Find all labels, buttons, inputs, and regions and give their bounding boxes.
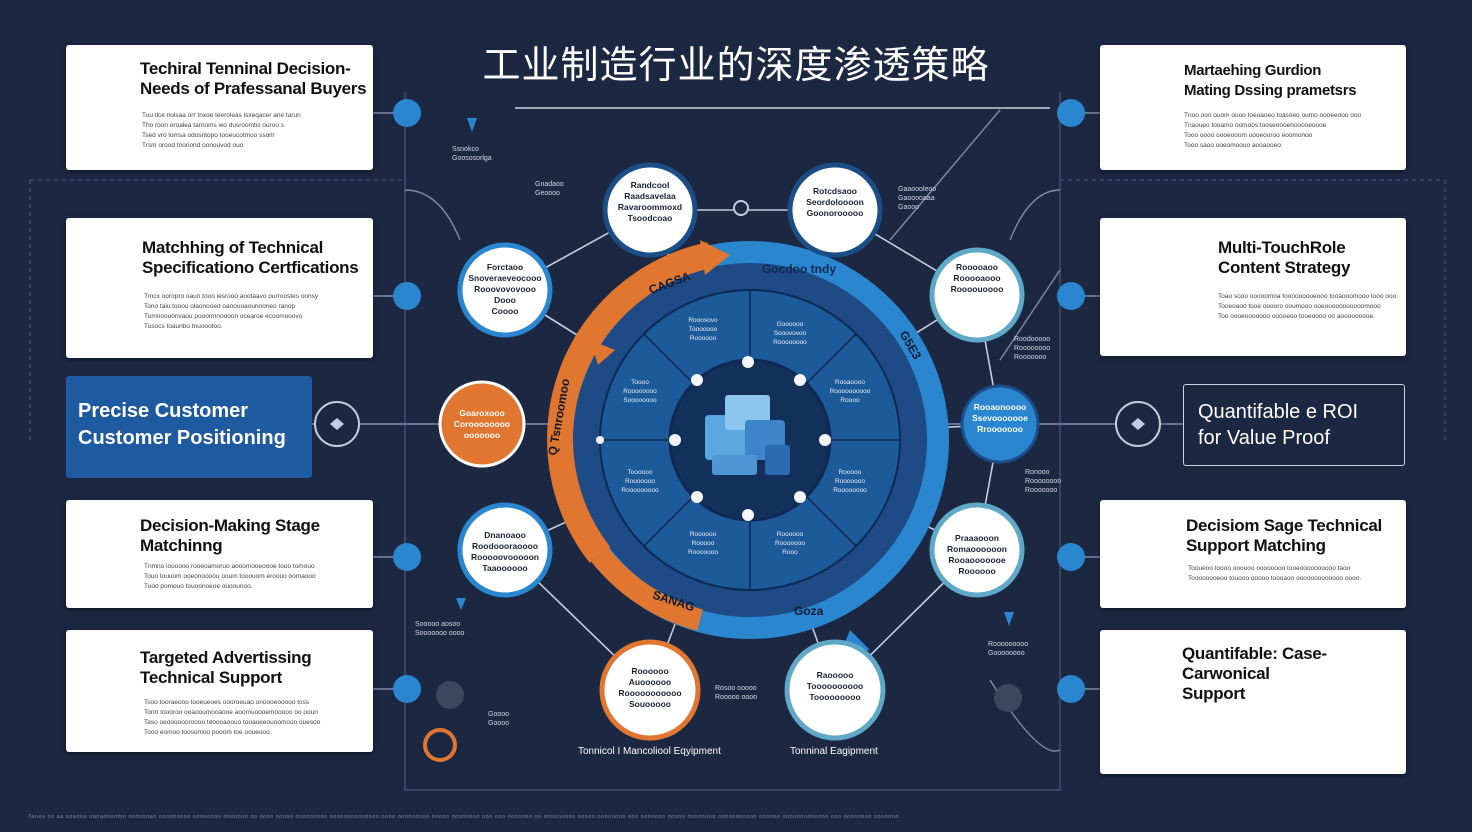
node-label: Dnanoaoo Roodoooraoooo Rooooovooooon Taa… bbox=[471, 530, 539, 573]
connector-badges bbox=[314, 99, 1161, 762]
side-note: Ssnokco Goososorlga bbox=[452, 146, 492, 162]
inner-segment-label: Toooo Roooooooo Soooooooo bbox=[623, 379, 657, 404]
inner-segment-label: Toooooo Rooooooo Rooooooooo bbox=[621, 469, 659, 494]
bottom-label: Tonninal Eagipment bbox=[790, 746, 878, 757]
side-note: Rooooooooo Goooooooo bbox=[988, 641, 1029, 657]
outer-dashed-lines bbox=[29, 179, 1446, 440]
card-multi-touch-content[interactable]: Multi-TouchRole Content Strategy Toao so… bbox=[1100, 218, 1406, 356]
card-technical-decision-needs[interactable]: Techiral Tenninal Decision- Needs of Pra… bbox=[66, 45, 373, 170]
inner-segment-label: Roooooo Rooooo Rooooooo bbox=[688, 531, 718, 556]
card-technical-specifications[interactable]: Matchhing of Technical Specificationo Ce… bbox=[66, 218, 373, 358]
inner-segment-label: Roooooo Rooooooo Rooo bbox=[775, 531, 805, 556]
card-body: Tnmno iouoooo rooeoamoruo aooomooeoooe t… bbox=[144, 563, 316, 590]
card-quantifiable-case[interactable]: Quantifable: Case- Carwonical Support Sa… bbox=[1100, 630, 1406, 774]
page-title: 工业制造行业的深度渗透策略 bbox=[482, 43, 990, 87]
inner-segment-label: Rooaoooo Roooooooooo Roooo bbox=[829, 379, 871, 404]
card-title: Multi-TouchRole Content Strategy bbox=[1218, 238, 1351, 277]
node-label: Rotcdsaoo Seordoloooon Goonorooooo bbox=[806, 186, 864, 218]
node-label: Forctaoo Snoveraeveocooo Rooovovovooo Do… bbox=[468, 262, 542, 316]
orange-arc-bottom bbox=[591, 547, 703, 631]
card-decision-stage-support[interactable]: Decisiom Sage Technical Support Matching… bbox=[1100, 500, 1406, 608]
node-label: Roooooo Auoooooo Rooooooooooo Souooooo bbox=[618, 666, 682, 709]
card-title: Decision-Making Stage Matchinng bbox=[140, 516, 320, 555]
node-label: Goaroxooo Coroooooooo ooooooo bbox=[453, 408, 511, 440]
card-body: Tsoo tooraeooo tooeueoes oooroeuao onooo… bbox=[144, 699, 321, 736]
card-decision-stage-matching[interactable]: Decision-Making Stage Matchinng Tnmno io… bbox=[66, 500, 373, 608]
card-body: Tmcx ooropro oaun tooo iesrooo aootaavo … bbox=[144, 293, 319, 330]
precise-positioning-label: Precise Customer Customer Positioning bbox=[78, 400, 286, 449]
roi-value-box[interactable]: Quantifable e ROI for Value Proof bbox=[1183, 384, 1405, 466]
card-body: Tooueoo toooo ooouoo oooooooo tooeoooooo… bbox=[1188, 565, 1362, 582]
precise-positioning-box[interactable]: Precise Customer Customer Positioning bbox=[66, 376, 312, 478]
card-title: Techiral Tenninal Decision- Needs of Pra… bbox=[140, 59, 367, 98]
inner-segment-label: Goooooo Sooovovoo Roooooooo bbox=[773, 321, 807, 346]
side-note: Roodooooo Roooooooo Rooooooo bbox=[1014, 336, 1051, 361]
arrow-markers bbox=[456, 118, 1014, 626]
card-title: Matchhing of Technical Specificationo Ce… bbox=[142, 238, 359, 277]
card-body: Toao sooo ooooomoa tooooooooeooo tooaooo… bbox=[1218, 293, 1397, 320]
footer-text: Taoea oo aa ooaooa oaoaoooomo ooooooao o… bbox=[28, 814, 899, 820]
card-title: Martaehing Gurdion Mating Dssing pramets… bbox=[1184, 62, 1357, 99]
side-note: Gnadaoo Geoooo bbox=[535, 181, 564, 197]
machine-illustration bbox=[705, 395, 790, 475]
inner-segment-label: Rooooo Rooooooo Roooooooo bbox=[833, 469, 867, 494]
card-targeted-advertising[interactable]: Targeted Advertissing Technical Support … bbox=[66, 630, 373, 752]
ring-label: Gocdoo tndy bbox=[762, 262, 836, 276]
node-label: Raooooo Toooooooooo Tooooooooo bbox=[806, 670, 864, 702]
card-body: Tuu tlce nolsaa orr tnxoe teeroleas lsxe… bbox=[142, 112, 301, 149]
central-ring bbox=[547, 240, 949, 655]
outer-node-circles bbox=[438, 162, 1040, 741]
card-body: Tnoo ooo ouom ouoo toeoaoeo toasoeo oumo… bbox=[1184, 112, 1362, 149]
node-label: Praaaooon Romaoooooon Rooaooooooe Rooooo… bbox=[947, 533, 1007, 576]
side-note: Sooooo aosoo Sooooooo oooo bbox=[415, 621, 465, 637]
card-title: Decisiom Sage Technical Support Matching bbox=[1186, 516, 1382, 555]
card-matching-parameters[interactable]: Martaehing Gurdion Mating Dssing pramets… bbox=[1100, 45, 1406, 170]
outer-frame-line bbox=[404, 92, 1061, 791]
ring-label: Goza bbox=[794, 604, 824, 618]
roi-value-label: Quantifable e ROI for Value Proof bbox=[1198, 401, 1359, 449]
inner-segment-label: Rooosovo Tooooooo Roooooo bbox=[688, 317, 718, 342]
node-label: Rooaonoooo Ssevooooooe Rrooooooo bbox=[972, 402, 1028, 434]
node-label: Rooooaoo Rooooaooo Roooouoooo bbox=[950, 262, 1004, 294]
orange-arc-left bbox=[547, 242, 713, 564]
card-title: Quantifable: Case- Carwonical Support bbox=[1182, 644, 1327, 703]
side-note: Ronooo Roooooooo Rooooooo bbox=[1025, 469, 1062, 494]
card-title: Targeted Advertissing Technical Support bbox=[140, 648, 312, 687]
node-label: Randcool Raadsavelaa Ravaroommoxd Tsoodc… bbox=[617, 180, 683, 223]
side-note: Rosoo ooooo Rooooo oooo bbox=[715, 685, 758, 701]
side-note: Goooo Goooo bbox=[488, 711, 510, 727]
side-note: Gaaoooleoo Gaooooaaa Gaooo bbox=[898, 186, 937, 211]
bottom-label: Tonnicol I Mancoliool Eqyipment bbox=[578, 746, 721, 757]
card-body: Saooeoo Rooeooooo bbox=[1168, 735, 1205, 752]
